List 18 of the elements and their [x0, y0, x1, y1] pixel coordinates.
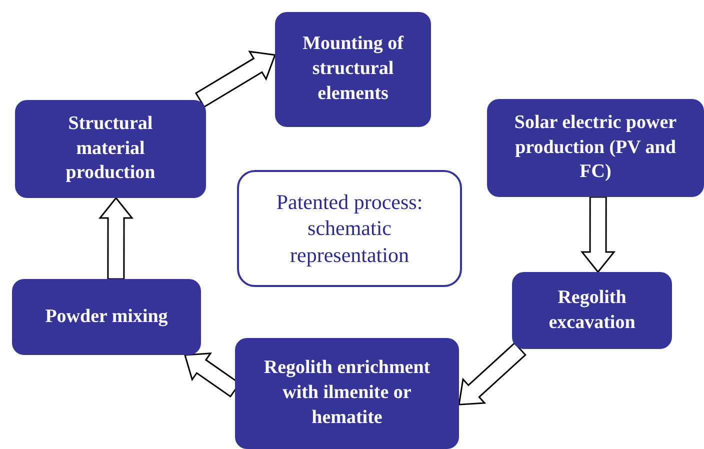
process-box — [275, 12, 431, 127]
process-box — [12, 279, 201, 355]
process-box — [512, 272, 672, 349]
box-label: Mounting of structural elements — [302, 32, 405, 106]
process-box — [235, 338, 459, 449]
title-box — [237, 170, 462, 287]
process-box — [487, 99, 704, 197]
block-arrow — [98, 196, 134, 280]
process-box — [15, 100, 206, 198]
box-label: Regolith enrichment with ilmenite or hematite — [262, 356, 432, 430]
box-label: Solar electric power production (PV and FC) — [513, 110, 678, 184]
box-label: Patented process: schematic representation — [275, 189, 424, 268]
box-label: Powder mixing — [44, 304, 169, 329]
block-arrow — [194, 50, 276, 108]
block-arrow — [458, 342, 526, 406]
box-label: Structural material production — [64, 112, 156, 186]
box-label: Regolith excavation — [548, 286, 636, 334]
block-arrow — [580, 196, 616, 274]
